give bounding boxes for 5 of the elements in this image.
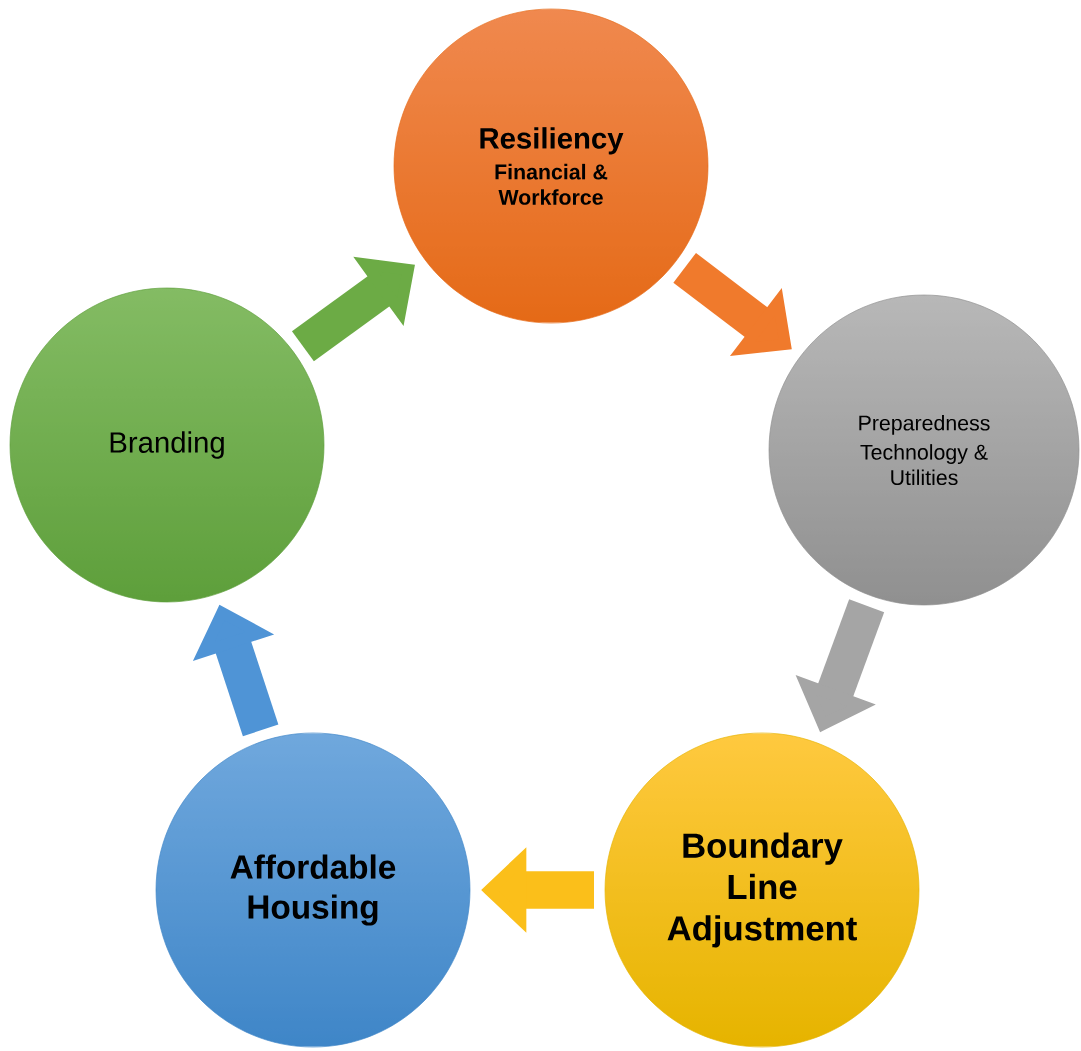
circle-node: Affordable Housing xyxy=(155,732,471,1048)
circle-node: Resiliency Financial & Workforce xyxy=(393,8,709,324)
circle-node: Preparedness Technology & Utilities xyxy=(768,294,1080,606)
circle-node: Boundary Line Adjustment xyxy=(604,732,920,1048)
circle-node: Branding xyxy=(9,287,325,603)
